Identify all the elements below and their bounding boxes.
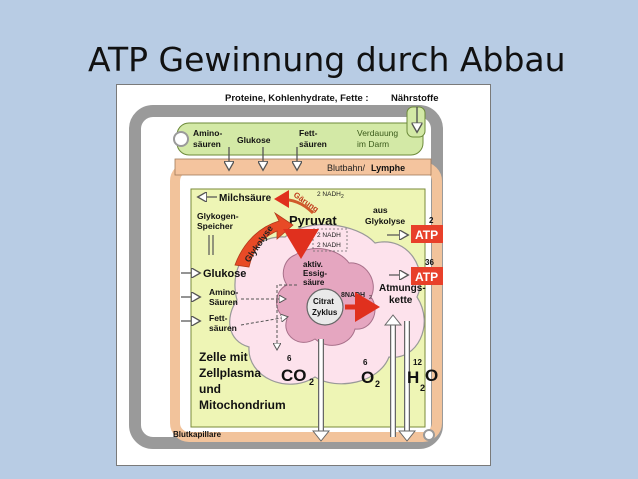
active-acetic-label-2: Essig- — [303, 269, 327, 278]
cell-fat-label-2: säuren — [209, 323, 237, 333]
from-glycolysis-label-1: aus — [373, 205, 388, 215]
glycogen-label-1: Glykogen- — [197, 211, 239, 221]
h2o-h-label: H — [407, 368, 419, 387]
bloodstream-bar — [174, 158, 432, 176]
cell-fat-label-1: Fett- — [209, 313, 228, 323]
citrate-cycle-circle — [306, 288, 344, 326]
slide-title: ATP Gewinnung durch Abbau — [88, 40, 566, 79]
cell-amino-label-2: Säuren — [209, 297, 238, 307]
glycogen-glucose-arrow — [208, 235, 214, 255]
gut-fat-label-2: säuren — [299, 139, 327, 149]
lactic-acid-label: Milchsäure — [219, 193, 272, 204]
gut-glucose-label: Glukose — [237, 135, 271, 145]
co2-sub: 2 — [309, 377, 314, 387]
nutrients-word: Nährstoffe — [391, 93, 439, 104]
lymph-label: Lymphe — [371, 163, 405, 173]
capillary-end-left — [173, 131, 189, 147]
nadh2-top-label: 2 NADH — [317, 191, 341, 198]
respiratory-chain-label-1: Atmungs- — [379, 283, 426, 294]
nadh8-label: 8NADH — [341, 292, 365, 299]
atp-label-2: ATP — [415, 270, 438, 284]
nadh8-sub: 2 — [369, 295, 372, 301]
active-acetic-label-1: aktiv. — [303, 260, 323, 269]
cell-glucose-label: Glukose — [203, 268, 246, 280]
co2-out-arrow-head — [311, 430, 331, 442]
h2o-count: 12 — [413, 358, 422, 367]
o2-count: 6 — [363, 358, 368, 367]
nadh2-mid-label-1: 2 NADH — [317, 232, 341, 239]
o2-sub: 2 — [375, 379, 380, 389]
diagram-canvas: Proteine, Kohlenhydrate, Fette : Nährsto… — [129, 93, 443, 449]
co2-dashed-path — [277, 284, 297, 349]
fat-to-matrix-arrow — [240, 317, 287, 326]
h2o-out-arrow-head — [397, 430, 417, 442]
nutrients-header: Proteine, Kohlenhydrate, Fette : — [225, 93, 369, 104]
nadh2-top-sub: 2 — [341, 194, 344, 200]
o2-label: O — [361, 368, 374, 387]
nadh2-mid-label-2: 2 NADH — [317, 242, 341, 249]
bloodstream-label: Blutbahn/ — [327, 163, 366, 173]
atp-label-1: ATP — [415, 228, 438, 242]
co2-label: CO — [281, 366, 307, 385]
digestion-label-1: Verdauung — [357, 128, 398, 138]
gut-inlet — [406, 106, 426, 138]
cell-amino-label-1: Amino- — [209, 287, 238, 297]
h2o-o-label: O — [425, 366, 438, 385]
h2o-sub: 2 — [420, 383, 425, 393]
respiratory-chain-label-2: kette — [389, 295, 413, 306]
capillary-label: Blutkapillare — [173, 430, 222, 439]
from-glycolysis-label-2: Glykolyse — [365, 216, 405, 226]
atp-box-1 — [411, 225, 443, 243]
atp-box-2 — [411, 267, 443, 285]
fermentation-arrow — [274, 190, 315, 215]
atp-count-1: 2 — [429, 216, 434, 225]
active-acetic-label-3: säure — [303, 278, 325, 287]
co2-count: 6 — [287, 354, 292, 363]
gut-amino-label-1: Amino- — [193, 128, 222, 138]
glycogen-label-2: Speicher — [197, 221, 234, 231]
pyruvate-label: Pyruvat — [289, 213, 337, 228]
o2-in-arrow-head — [383, 314, 403, 326]
atp-count-2: 36 — [425, 258, 434, 267]
cell-label-4: Mitochondrium — [199, 398, 286, 412]
cell-label-1: Zelle mit — [199, 350, 248, 364]
gut-amino-label-2: säuren — [193, 139, 221, 149]
citrate-label-1: Citrat — [313, 297, 334, 306]
digestion-label-2: im Darm — [357, 139, 389, 149]
capillary-end-right — [423, 429, 435, 441]
cell-label-2: Zellplasma — [199, 366, 261, 380]
glycolysis-arrow — [234, 211, 294, 268]
citrate-label-2: Zyklus — [312, 308, 338, 317]
cell-label-3: und — [199, 382, 221, 396]
gut-fat-label-1: Fett- — [299, 128, 318, 138]
metabolism-diagram: Proteine, Kohlenhydrate, Fette : Nährsto… — [116, 84, 491, 466]
